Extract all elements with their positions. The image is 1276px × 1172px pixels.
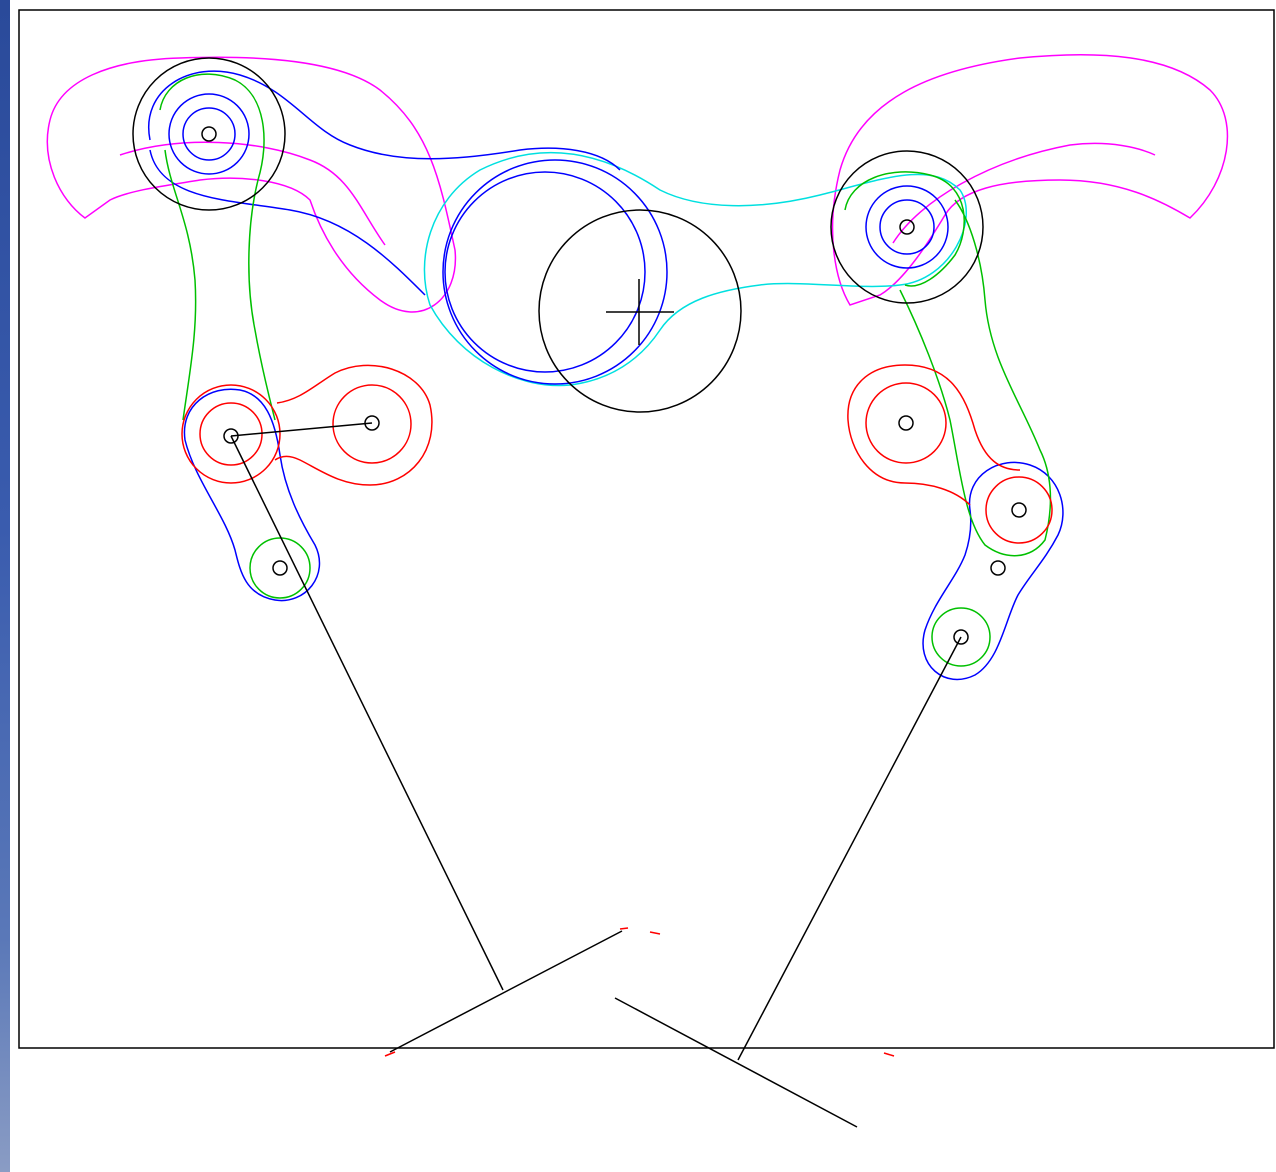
left-dogbone-red — [274, 364, 433, 486]
right-foot-bar — [614, 997, 858, 1128]
top-right-joint-inner-blue — [879, 199, 935, 255]
right-coupler-curve — [831, 53, 1229, 306]
left-coupler-inner — [119, 141, 386, 246]
base-mark-2 — [619, 927, 629, 930]
left-dogbone-end-red — [332, 384, 412, 464]
frame-elements — [132, 57, 1027, 1128]
base-mark-1 — [384, 1051, 396, 1057]
right-coupler-inner — [892, 142, 1156, 244]
lower-left-link — [183, 388, 321, 602]
window-edge-strip — [0, 0, 10, 1172]
top-left-frame-circle — [132, 57, 286, 211]
mechanism-drawing — [18, 9, 1275, 1128]
drawing-canvas[interactable] — [10, 0, 1276, 1172]
left-crank-green — [159, 73, 276, 421]
cyan-coupler-outline — [423, 151, 967, 387]
left-joint-inner-red — [199, 402, 263, 466]
left-foot-bar — [389, 930, 623, 1053]
right-lower-joint-red — [985, 476, 1053, 544]
pin-right-lower — [1011, 502, 1027, 518]
left-joint-outer-red — [181, 384, 281, 484]
top-left-joint-inner-blue — [182, 107, 236, 161]
center-frame-circle — [538, 209, 742, 413]
right-upper-joint-red — [865, 382, 947, 464]
top-left-link — [147, 70, 621, 296]
left-coupler-curve — [46, 56, 457, 313]
right-long-leg — [737, 636, 962, 1061]
left-long-leg — [230, 435, 504, 991]
pin-right-upper — [898, 415, 914, 431]
center-disc-inner — [444, 171, 646, 373]
lower-left-pin-green — [249, 537, 311, 599]
pin-lower-right — [953, 629, 969, 645]
clearance-curves — [159, 73, 1052, 667]
pin-top-right — [899, 219, 915, 235]
center-disc-outer — [442, 159, 668, 385]
lower-right-link — [922, 461, 1064, 681]
base-mark-3 — [649, 931, 661, 935]
base-mark-4 — [883, 1052, 895, 1057]
crosshair-icon — [606, 279, 674, 345]
top-right-frame-circle — [830, 150, 984, 304]
joint-rings — [181, 364, 1053, 1057]
right-crank-green — [844, 171, 1052, 557]
top-right-joint-outer-blue — [865, 185, 949, 269]
top-left-joint-outer-blue — [168, 93, 250, 175]
coupler-path-curves — [46, 53, 1229, 313]
right-dogbone-red — [847, 364, 1021, 506]
drawing-frame — [18, 9, 1275, 1049]
left-short-link-line — [230, 422, 373, 437]
pin-right-middle — [990, 560, 1006, 576]
lower-right-pin-green — [931, 607, 991, 667]
pin-top-left — [201, 126, 217, 142]
pin-lower-left — [272, 560, 288, 576]
cyan-coupler-body — [423, 151, 967, 387]
